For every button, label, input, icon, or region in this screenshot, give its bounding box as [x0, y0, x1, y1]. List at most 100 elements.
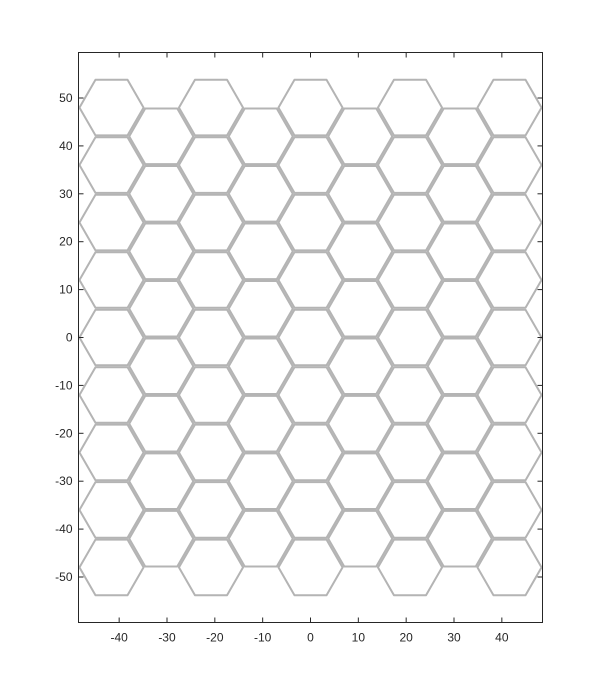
hexagon-cell [227, 509, 294, 568]
hexagon-cell [227, 394, 294, 453]
y-tick-label: 20 [59, 235, 73, 249]
y-tick-label: 30 [59, 187, 73, 201]
hexagon-cell [128, 279, 195, 338]
hexagon-cell [128, 394, 195, 453]
hexagon-cell [327, 279, 394, 338]
hexagon-cell [128, 107, 195, 166]
hexagon-cell [128, 452, 195, 510]
hexagon-cell [78, 423, 145, 482]
hexagon-cell [177, 538, 245, 597]
hexagon-cell [277, 78, 344, 137]
hexagon-cell [78, 308, 145, 367]
hexagon-cell [177, 78, 245, 137]
x-axis: -40 -30 -20 -10 0 10 20 30 40 [110, 52, 509, 645]
y-tick-label: -30 [55, 474, 73, 488]
hexagon-cell [376, 423, 444, 482]
x-tick-label: 30 [447, 631, 461, 645]
x-tick-label: -20 [206, 631, 224, 645]
hexagon-cell [426, 165, 493, 223]
hexagon-cell [277, 136, 344, 194]
hexagon-cell [227, 165, 294, 223]
hexagon-cell [476, 193, 543, 252]
y-tick-label: 40 [59, 139, 73, 153]
hexagon-cell [426, 107, 493, 166]
x-tick-label: 40 [495, 631, 509, 645]
hexagon-cell [476, 251, 543, 309]
hexagon-cell [327, 222, 394, 281]
x-tick-label: 20 [399, 631, 413, 645]
hexagon-cell [476, 538, 543, 597]
hexagon-cell [177, 308, 245, 367]
hexagon-cell [177, 251, 245, 309]
hexagon-cell [376, 366, 444, 424]
hexagon-cell [78, 366, 145, 424]
hexagon-cell [426, 337, 493, 396]
hexagon-cell [227, 222, 294, 281]
hexagon-cell [227, 452, 294, 510]
y-tick-label: -40 [55, 522, 73, 536]
hexagon-cell [78, 538, 145, 597]
hexagon-cell [426, 279, 493, 338]
hexagon-cell [227, 337, 294, 396]
hexagon-cell [78, 251, 145, 309]
y-tick-label: -50 [55, 570, 73, 584]
hexagon-cell [376, 481, 444, 539]
hexagon-cell [177, 193, 245, 252]
hexagon-cell [128, 509, 195, 568]
hexagon-cell [426, 394, 493, 453]
hexagon-cell [426, 452, 493, 510]
hexagon-cell [128, 222, 195, 281]
y-tick-label: -10 [55, 378, 73, 392]
hexagon-cell [476, 423, 543, 482]
hexagon-cell [327, 337, 394, 396]
hexagon-cell [327, 452, 394, 510]
hexagon-cell [277, 423, 344, 482]
hexagon-cell [277, 481, 344, 539]
y-tick-label: 50 [59, 91, 73, 105]
hexagon-cell [476, 78, 543, 137]
hexagon-cell [128, 337, 195, 396]
y-tick-label: 0 [66, 331, 73, 345]
hexagon-cell [177, 366, 245, 424]
hexagon-cell [376, 308, 444, 367]
x-tick-label: -10 [254, 631, 272, 645]
hexagon-layer [78, 78, 543, 597]
hexagon-cell [78, 78, 145, 137]
y-tick-label: -20 [55, 426, 73, 440]
hexagon-cell [426, 509, 493, 568]
y-tick-label: 10 [59, 283, 73, 297]
hexagon-cell [426, 222, 493, 281]
hexagon-cell [376, 538, 444, 597]
hexagon-cell [376, 193, 444, 252]
hexagon-cell [177, 136, 245, 194]
x-tick-label: -40 [110, 631, 128, 645]
hexagon-cell [476, 136, 543, 194]
hexagon-cell [327, 394, 394, 453]
hexagon-cell [277, 251, 344, 309]
x-tick-label: -30 [158, 631, 176, 645]
hexagon-cell [277, 308, 344, 367]
hexagon-cell [476, 366, 543, 424]
y-axis: -50 -40 -30 -20 -10 0 10 20 30 40 50 [55, 91, 543, 584]
x-tick-label: 10 [352, 631, 366, 645]
hexagon-cell [327, 509, 394, 568]
hexagon-cell [476, 481, 543, 539]
hexagon-cell [78, 481, 145, 539]
x-tick-label: 0 [307, 631, 314, 645]
hexagon-cell [128, 165, 195, 223]
hexagon-cell [376, 251, 444, 309]
hexagon-cell [327, 107, 394, 166]
hexagon-cell [376, 78, 444, 137]
hexagon-cell [78, 193, 145, 252]
hexagon-cell [78, 136, 145, 194]
hexagon-cell [277, 538, 344, 597]
hexagon-cell [376, 136, 444, 194]
hexagon-cell [327, 165, 394, 223]
hexagon-cell [277, 193, 344, 252]
hexagon-cell [177, 423, 245, 482]
hexagon-cell [177, 481, 245, 539]
hexagon-cell [227, 279, 294, 338]
hexagon-cell [227, 107, 294, 166]
hexagon-cell [277, 366, 344, 424]
